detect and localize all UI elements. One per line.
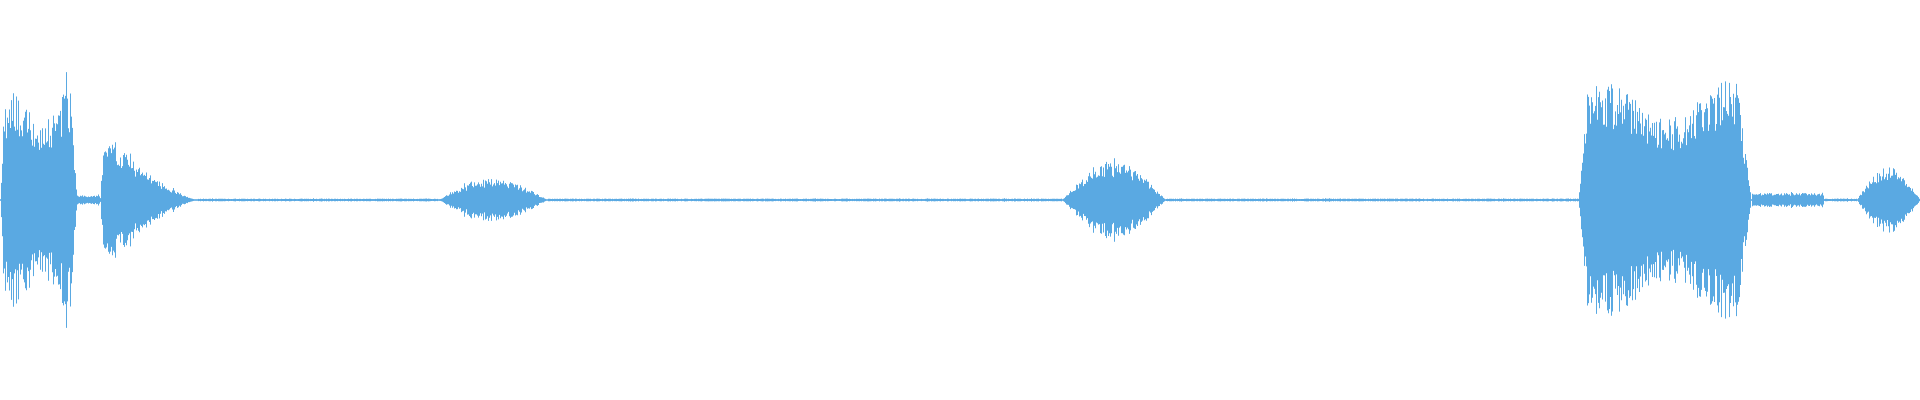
waveform-bars [0, 72, 1920, 328]
